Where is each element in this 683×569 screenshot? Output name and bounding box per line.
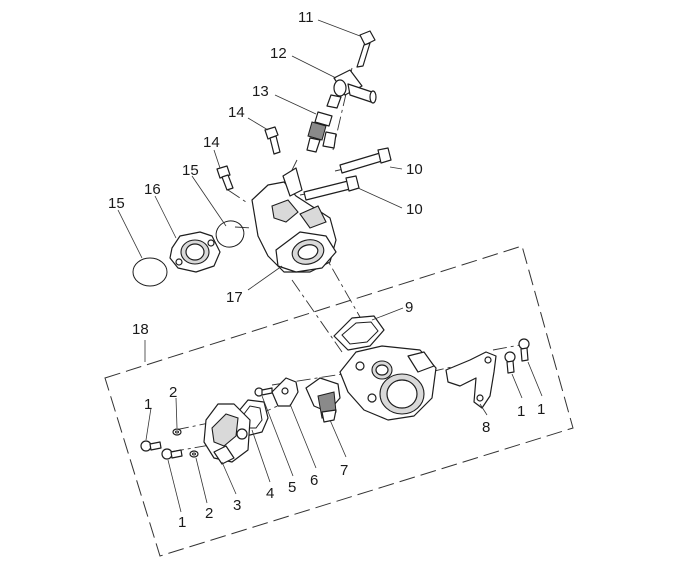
callout-2-upper: 2: [169, 384, 177, 401]
part-2-washer-lower: [189, 450, 199, 458]
callout-17: 17: [226, 289, 243, 306]
part-1-screw-right-a: [504, 351, 516, 374]
part-7-throttle-sensor: [305, 377, 341, 423]
part-8-bracket: [445, 351, 497, 409]
part-13-injector: [306, 111, 337, 153]
part-5-screw: [254, 387, 273, 397]
part-12-fuel-fitting: [326, 69, 377, 109]
callout-10-upper: 10: [406, 161, 423, 178]
throttle-body: [339, 345, 437, 421]
part-15-o-ring-right: [215, 220, 245, 248]
part-3-cover-housing: [203, 403, 251, 465]
part-1-screw-right-b: [518, 338, 530, 362]
callout-11: 11: [298, 9, 314, 26]
callout-15-right: 15: [182, 162, 199, 179]
callout-14-lower: 14: [203, 134, 220, 151]
callout-10-lower: 10: [406, 201, 423, 218]
callout-3: 3: [233, 497, 241, 514]
part-14-bolt-upper: [264, 126, 281, 155]
callout-15-left: 15: [108, 195, 125, 212]
part-10-bolt-lower: [303, 175, 360, 201]
part-11-banjo-bolt: [356, 30, 376, 68]
part-10-bolt-upper: [339, 147, 392, 174]
callout-12: 12: [270, 45, 287, 62]
part-6-mounting-plate: [271, 377, 299, 407]
callout-8: 8: [482, 419, 490, 436]
part-16-flange-gasket: [169, 231, 221, 273]
part-1-screw-left-b: [161, 448, 183, 460]
callout-2-lower: 2: [205, 505, 213, 522]
part-1-screw-left-a: [140, 440, 162, 452]
leader-lines: [117, 19, 543, 513]
callout-1-right-b: 1: [537, 401, 545, 418]
callout-18: 18: [132, 321, 149, 338]
part-2-washer-upper: [172, 428, 182, 436]
callout-7: 7: [340, 462, 348, 479]
part-9-gasket: [333, 315, 385, 351]
part-15-o-ring-left: [132, 257, 168, 287]
callout-1-right-a: 1: [517, 403, 525, 420]
assembly-axis-lines: [169, 67, 521, 453]
callout-1-left-upper: 1: [144, 396, 152, 413]
callout-14-upper: 14: [228, 104, 245, 121]
callout-labels: 11 12 13 14 14 15 16 15 10 10 17 9 18 1 …: [108, 9, 545, 531]
callout-4: 4: [266, 485, 274, 502]
group-boundary-box: [104, 245, 574, 557]
part-14-bolt-lower: [216, 165, 234, 191]
callout-1-left-lower: 1: [178, 514, 186, 531]
callout-9: 9: [405, 299, 413, 316]
part-17-intake-manifold: [251, 167, 337, 273]
callout-13: 13: [252, 83, 269, 100]
callout-6: 6: [310, 472, 318, 489]
callout-16: 16: [144, 181, 161, 198]
callout-5: 5: [288, 479, 296, 496]
